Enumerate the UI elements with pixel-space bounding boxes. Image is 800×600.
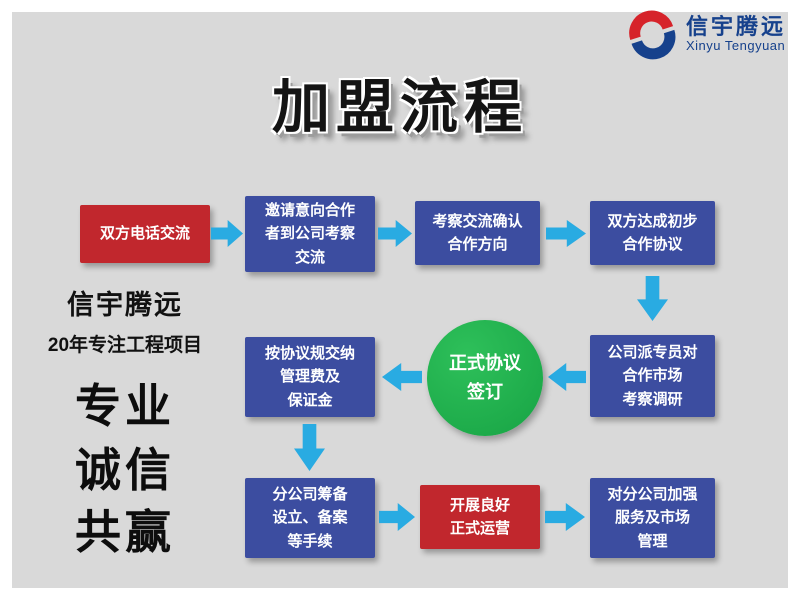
step-invite-visit: 邀请意向合作 者到公司考察 交流 xyxy=(245,196,375,272)
value-professional: 专业 xyxy=(75,380,175,432)
brand-tagline: 20年专注工程项目 xyxy=(47,335,203,356)
logo-mark-icon xyxy=(629,10,676,60)
logo-text: 信宇腾远 Xinyu Tengyuan xyxy=(686,14,786,54)
step-start-operation: 开展良好 正式运营 xyxy=(420,485,540,549)
step-pay-fees: 按协议规交纳 管理费及 保证金 xyxy=(245,337,375,417)
brand-name: 信宇腾远 xyxy=(67,290,183,320)
page-title: 加盟流程 xyxy=(271,75,528,140)
step-strengthen-management: 对分公司加强 服务及市场 管理 xyxy=(590,478,715,558)
step-market-research: 公司派专员对 合作市场 考察调研 xyxy=(590,335,715,417)
value-winwin: 共赢 xyxy=(75,506,175,558)
company-logo: 信宇腾远 Xinyu Tengyuan xyxy=(626,8,786,60)
logo-name-en: Xinyu Tengyuan xyxy=(685,38,786,54)
step-phone-communication: 双方电话交流 xyxy=(80,205,210,263)
logo-name-cn: 信宇腾远 xyxy=(685,13,786,39)
step-confirm-direction: 考察交流确认 合作方向 xyxy=(415,201,540,265)
step-initial-agreement: 双方达成初步 合作协议 xyxy=(590,201,715,265)
step-sign-agreement: 正式协议 签订 xyxy=(427,320,543,436)
step-branch-setup: 分公司筹备 设立、备案 等手续 xyxy=(245,478,375,558)
value-integrity: 诚信 xyxy=(75,444,175,496)
